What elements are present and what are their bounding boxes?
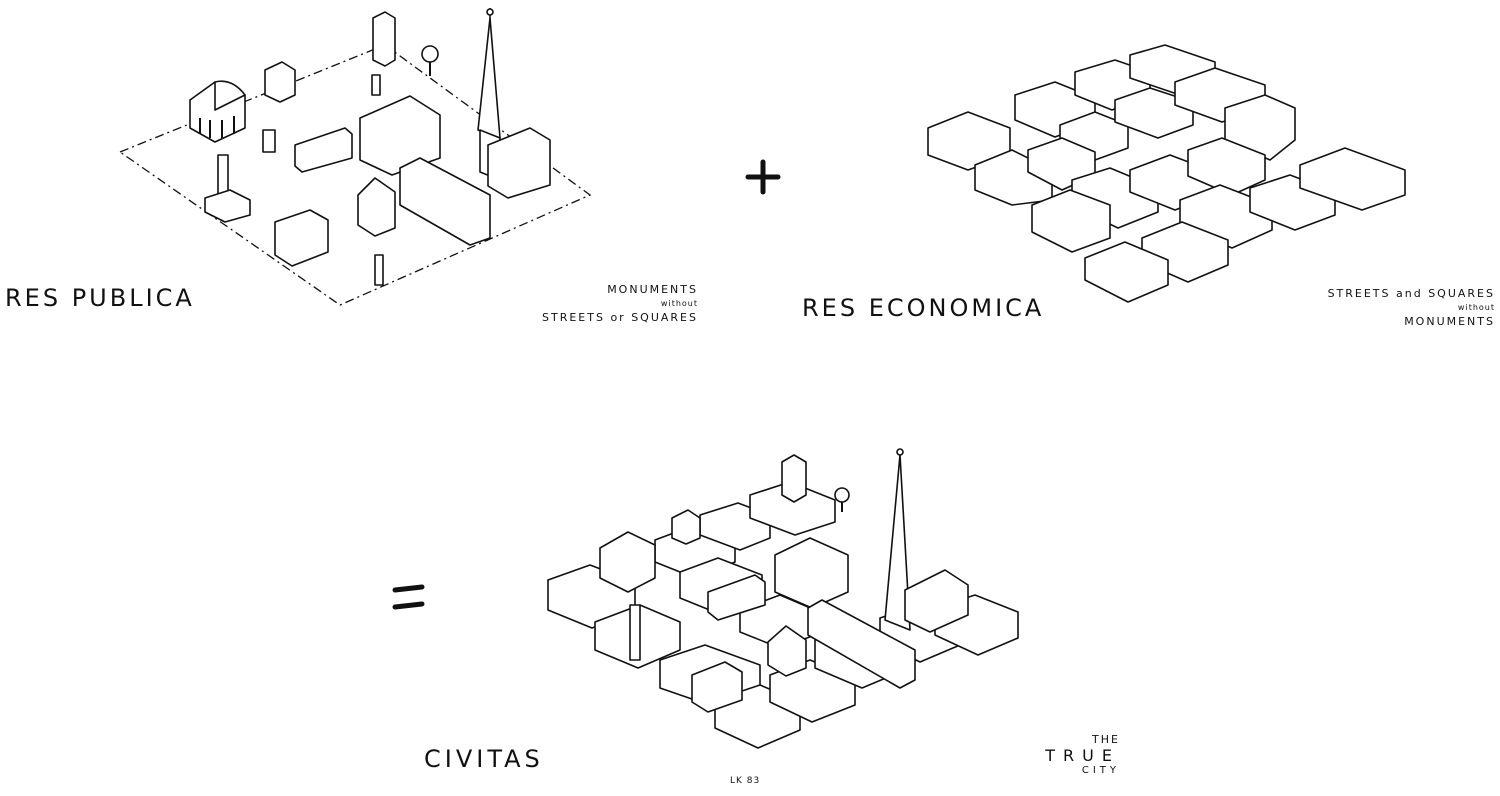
block-house xyxy=(274,209,329,267)
dashed-plot-outline xyxy=(118,44,592,306)
pantheon-monument xyxy=(189,80,246,143)
spire-church xyxy=(884,454,911,631)
caption-the: THE xyxy=(1092,733,1120,746)
res-economica-caption: STREETS and SQUARES without MONUMENTS xyxy=(1325,286,1495,330)
tree xyxy=(421,45,439,76)
long-arcade xyxy=(399,157,491,246)
civitas-city xyxy=(547,448,1019,749)
pantheon-monument xyxy=(599,531,656,593)
small-colonnade xyxy=(294,127,353,173)
res-publica-plan xyxy=(118,8,592,306)
tree xyxy=(834,487,850,512)
res-economica-label: RES ECONOMICA xyxy=(802,294,1045,322)
caption-without: without xyxy=(1457,303,1495,312)
caption-city: CITY xyxy=(1081,765,1120,776)
res-publica-label: RES PUBLICA xyxy=(5,284,195,312)
gabled-house xyxy=(357,177,396,237)
block-house xyxy=(691,661,743,713)
statue xyxy=(374,254,384,286)
res-economica-blocks xyxy=(927,44,1406,303)
church-nave xyxy=(904,569,969,633)
memorial-column xyxy=(629,604,641,661)
gabled-house xyxy=(767,625,807,677)
caption-monuments: MONUMENTS xyxy=(607,283,698,296)
arch-gate xyxy=(671,509,701,545)
spire-church xyxy=(477,8,551,199)
long-arcade xyxy=(807,599,916,689)
plus-sign-graphic xyxy=(745,159,781,195)
basilica xyxy=(774,537,849,609)
block xyxy=(1114,87,1194,139)
block xyxy=(1299,147,1406,211)
res-publica-caption: MONUMENTS without STREETS or SQUARES xyxy=(530,282,698,326)
bell-tower xyxy=(372,11,396,67)
fountain-monument xyxy=(262,129,276,153)
bell-tower xyxy=(781,454,807,503)
equals-sign-graphic xyxy=(392,584,425,610)
caption-streets-and-squares: STREETS and SQUARES xyxy=(1327,287,1495,300)
memorial-column xyxy=(204,154,251,223)
caption-without: without xyxy=(660,299,698,308)
basilica xyxy=(359,95,441,176)
signature: LK 83 xyxy=(730,776,761,786)
small-colonnade xyxy=(707,574,766,621)
the-true-city-caption: THE TRUE CITY xyxy=(1030,733,1120,776)
block xyxy=(1031,189,1111,253)
obelisk xyxy=(371,74,381,96)
caption-true: TRUE xyxy=(1045,746,1120,765)
block xyxy=(1084,241,1169,303)
caption-monuments: MONUMENTS xyxy=(1404,315,1495,328)
arch-gate xyxy=(264,61,296,103)
civitas-label: CIVITAS xyxy=(424,745,544,773)
caption-streets-or-squares: STREETS or SQUARES xyxy=(542,311,698,324)
block xyxy=(1187,137,1266,196)
